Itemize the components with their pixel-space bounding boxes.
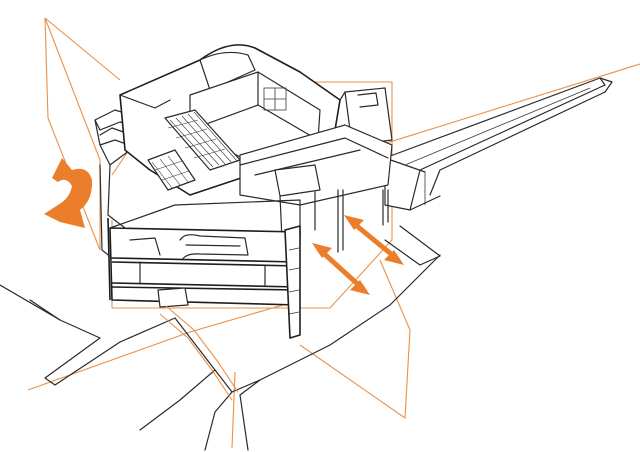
movement-arrow-icon — [344, 215, 404, 265]
stair-hatching — [167, 111, 238, 168]
orange-markers — [44, 158, 404, 401]
entry-arrow-icon — [44, 158, 93, 228]
site-ground — [0, 225, 441, 451]
movement-arrow-icon — [312, 243, 370, 295]
building — [94, 44, 393, 339]
upper-window — [263, 87, 287, 111]
terrace-hatching — [151, 155, 190, 189]
ramp — [384, 77, 613, 211]
